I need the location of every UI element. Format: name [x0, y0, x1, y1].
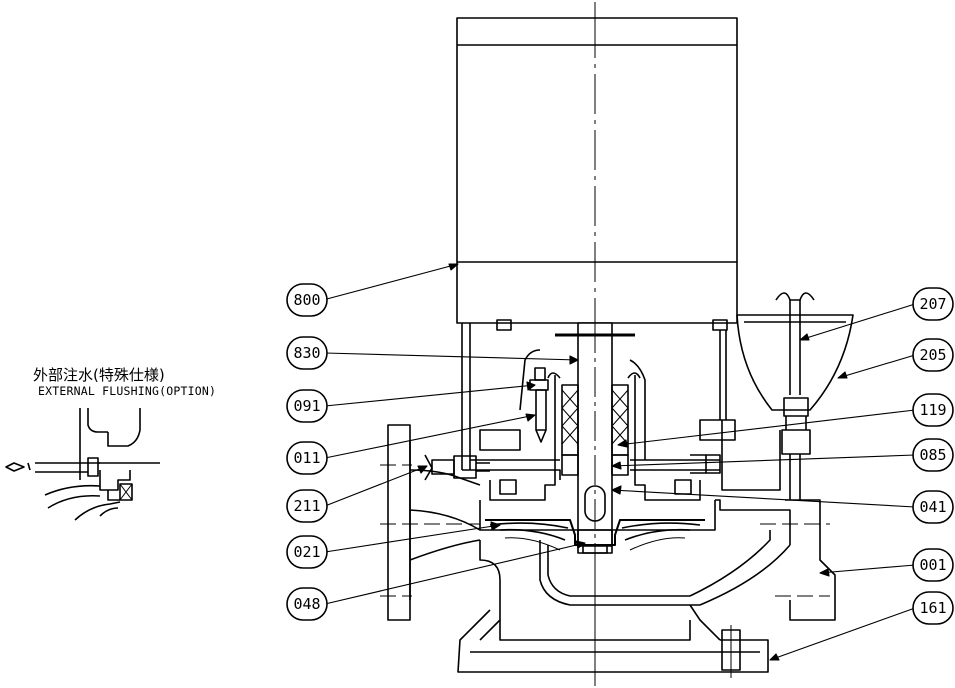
callout-205: 205: [912, 338, 954, 372]
external-flushing-caption-chinese: 外部注水(特殊仕様): [33, 366, 165, 384]
pump-casing: [380, 420, 836, 641]
callout-label: 091: [293, 397, 320, 415]
callout-label: 001: [919, 556, 946, 574]
pump-base: [457, 604, 769, 678]
callout-119: 119: [912, 393, 954, 427]
callout-label: 800: [293, 291, 320, 309]
callout-800: 800: [286, 283, 328, 317]
callout-211: 211: [286, 489, 328, 523]
external-flushing-caption-english: EXTERNAL FLUSHING(OPTION): [38, 384, 217, 398]
gland-bolts: [529, 367, 721, 474]
callout-label: 021: [293, 543, 320, 561]
flush-valve: [424, 454, 490, 481]
callout-830: 830: [286, 336, 328, 370]
callout-label: 161: [919, 599, 946, 617]
callout-048: 048: [286, 587, 328, 621]
funnel-cup: [736, 292, 854, 500]
callout-leaders: [322, 263, 916, 661]
callout-021: 021: [286, 535, 328, 569]
callout-label: 207: [919, 295, 946, 313]
callout-label: 119: [919, 401, 946, 419]
callout-label: 830: [293, 344, 320, 362]
motor-stool: [461, 323, 736, 480]
callout-085: 085: [912, 438, 954, 472]
mechanical-seal: [547, 372, 641, 476]
callout-091: 091: [286, 389, 328, 423]
callout-label: 048: [293, 595, 320, 613]
callout-001: 001: [912, 548, 954, 582]
external-flushing-detail: [5, 408, 160, 521]
callout-label: 041: [919, 498, 946, 516]
callout-label: 205: [919, 346, 946, 364]
callout-011: 011: [286, 441, 328, 475]
callout-161: 161: [912, 591, 954, 625]
callout-label: 011: [293, 449, 320, 467]
callout-207: 207: [912, 287, 954, 321]
callout-041: 041: [912, 490, 954, 524]
callout-label: 211: [293, 497, 320, 515]
callout-label: 085: [919, 446, 946, 464]
motor: [456, 17, 738, 331]
